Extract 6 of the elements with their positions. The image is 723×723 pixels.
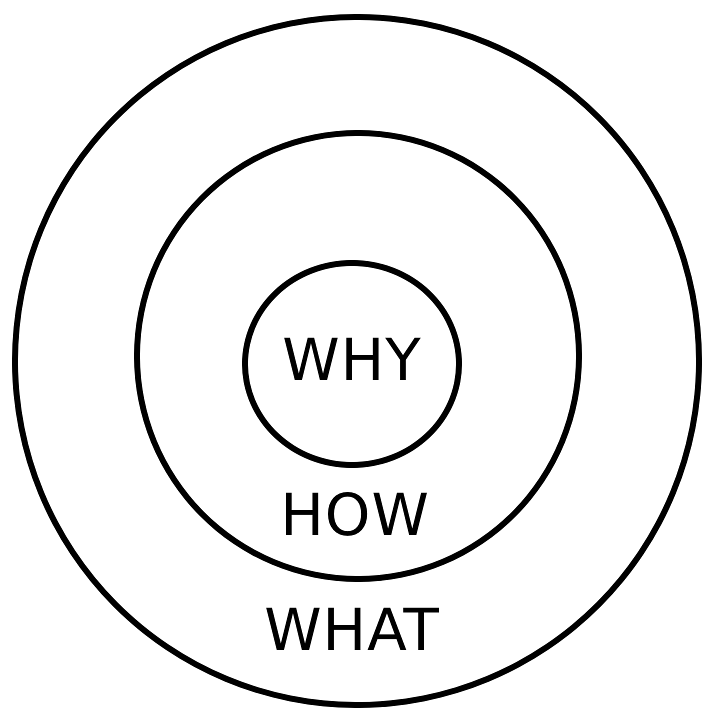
circle (12, 14, 702, 708)
circle-label: WHAT (264, 601, 440, 659)
circle (242, 260, 462, 468)
circle (134, 130, 582, 582)
circle-label: WHY (282, 331, 422, 389)
circle-label: HOW (280, 486, 430, 544)
